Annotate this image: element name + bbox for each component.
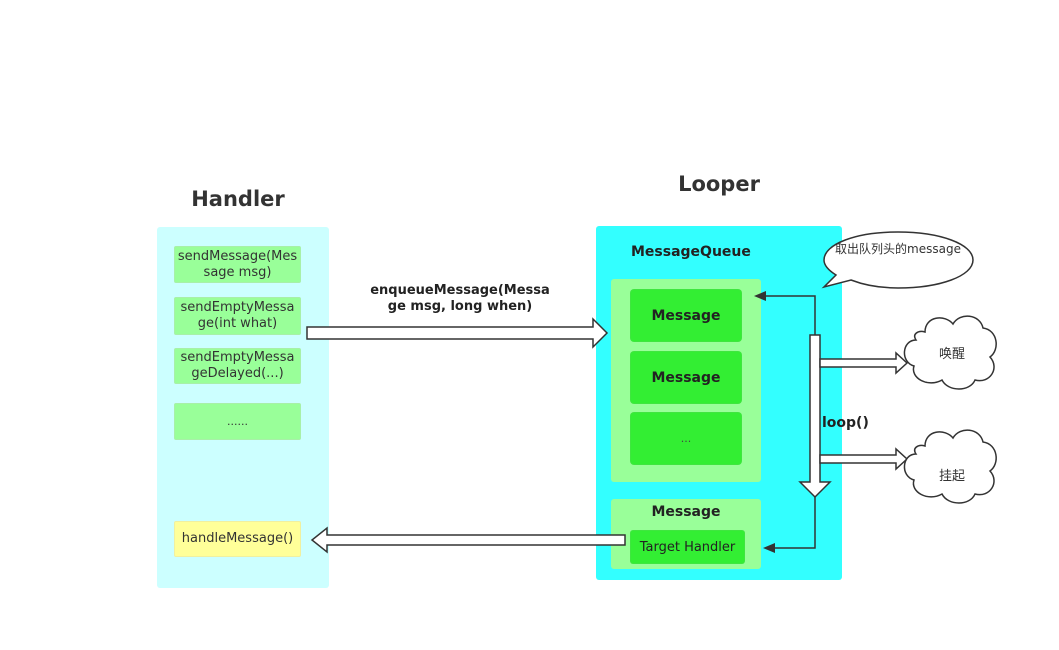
suspend-arrow	[819, 447, 909, 471]
dispatch-arrow	[310, 526, 626, 554]
cloud-suspend	[903, 429, 997, 504]
target-handler-box: Target Handler	[631, 531, 744, 563]
queue-message-1: Message	[631, 290, 741, 341]
queue-message-ellipsis: ...	[631, 413, 741, 464]
message-queue-title: MessageQueue	[631, 244, 751, 260]
enqueue-label: enqueueMessage(Message msg, long when)	[370, 283, 550, 314]
looper-title: Looper	[678, 172, 760, 196]
target-arrowhead	[763, 543, 775, 553]
queue-arrowhead	[754, 291, 766, 301]
send-empty-message-delayed-method: sendEmptyMessageDelayed(...)	[174, 348, 301, 384]
cloud-suspend-text: 挂起	[938, 469, 965, 484]
speech-bubble-text: 取出队列头的message	[835, 242, 961, 256]
current-message-title: Message	[651, 504, 721, 520]
loop-line-to-target	[770, 497, 816, 549]
send-empty-message-method: sendEmptyMessage(int what)	[174, 297, 301, 335]
loop-line-to-queue	[762, 295, 816, 335]
handle-message-method: handleMessage()	[174, 521, 301, 557]
more-methods-placeholder: ......	[174, 403, 301, 440]
speech-bubble	[821, 231, 974, 289]
enqueue-arrow	[306, 317, 609, 349]
cloud-wake-text: 唤醒	[938, 347, 965, 362]
send-message-method: sendMessage(Message msg)	[174, 246, 301, 283]
loop-label: loop()	[822, 415, 869, 431]
handler-title: Handler	[191, 187, 285, 211]
wake-arrow	[819, 351, 909, 375]
queue-message-2: Message	[631, 352, 741, 403]
cloud-wake	[903, 315, 997, 390]
